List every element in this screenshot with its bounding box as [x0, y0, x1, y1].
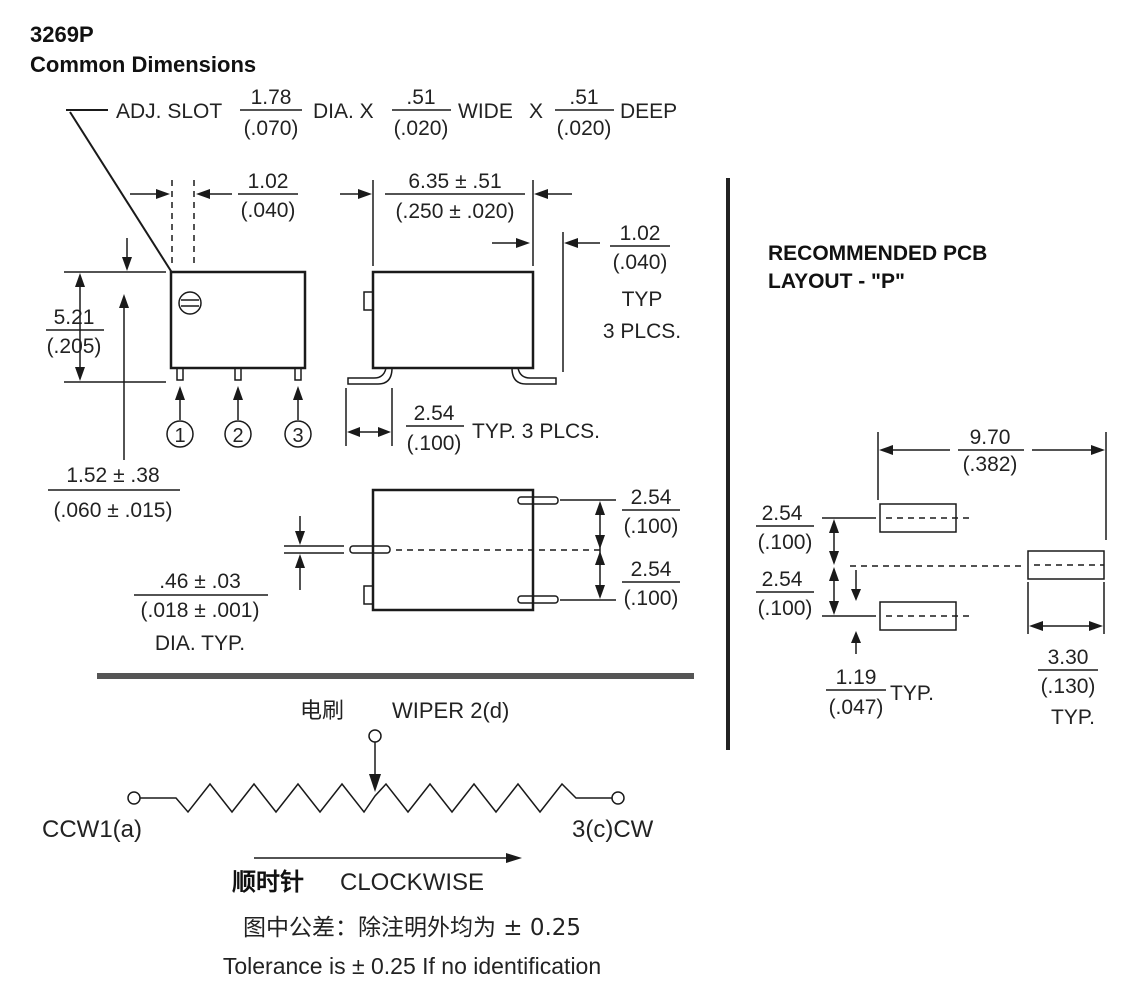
side-width-mm: 6.35 ± .51 [408, 170, 501, 193]
pcb-pitch1-mm: 2.54 [762, 502, 803, 525]
cw-terminal-icon [611, 791, 625, 805]
pcb-span-mm: 9.70 [970, 426, 1011, 449]
section-title: Common Dimensions [30, 52, 256, 77]
adj-slot-x-word: X [529, 100, 543, 123]
pcb-pad-w-note: TYP. [1051, 706, 1095, 729]
pin-dia-note: DIA. TYP. [155, 632, 245, 655]
side-view: 6.35 ± .51 (.250 ± .020) 1.02 (.040) TYP… [340, 170, 681, 455]
schematic: 电刷 WIPER 2(d) CCW1(a) 3(c)CW 顺时针 CLOCKWI… [42, 698, 654, 896]
bottom-pitch-bottom-in: (.100) [624, 587, 679, 610]
bottom-pitch-top-mm: 2.54 [631, 486, 672, 509]
pcb-pad-h-mm: 1.19 [836, 666, 877, 689]
lead-in: (.040) [613, 251, 668, 274]
adj-slot-wide-word: WIDE [458, 100, 513, 123]
clockwise-arrow-icon [506, 853, 522, 863]
ccw-terminal-icon [127, 791, 141, 805]
pcb-pitch1-in: (.100) [758, 531, 813, 554]
front-view: 1.02 (.040) 5.21 (.205) 1.52 ± .38 (.060… [46, 170, 312, 522]
pin-2-label: 2 [232, 425, 243, 447]
pin-dia-in: (.018 ± .001) [141, 599, 260, 622]
wiper-cn-label: 电刷 [300, 699, 344, 724]
wiper-arrow-icon [369, 774, 381, 792]
adj-slot-dia-mm: 1.78 [251, 86, 292, 109]
side-pitch-note: TYP. 3 PLCS. [472, 420, 600, 443]
tolerance-cn: 图中公差：除注明外均为 ± 0.25 [243, 915, 581, 941]
pcb-pad-w-mm: 3.30 [1048, 646, 1089, 669]
resistor-icon [140, 782, 612, 814]
adj-slot-label: ADJ. SLOT [116, 100, 222, 123]
side-pitch-mm: 2.54 [414, 402, 455, 425]
bottom-pitch-bottom-mm: 2.54 [631, 558, 672, 581]
height-mm: 5.21 [54, 306, 95, 329]
clockwise-cn-label: 顺时针 [232, 868, 304, 896]
side-width-in: (.250 ± .020) [396, 200, 515, 223]
cw-label: 3(c)CW [572, 816, 654, 843]
front-view-body [169, 270, 307, 370]
adj-slot-wide-mm: .51 [406, 86, 435, 109]
adj-slot-dia-word: DIA. X [313, 100, 374, 123]
pin-spacing-mm: 1.02 [248, 170, 289, 193]
adjust-screw-icon [178, 291, 202, 315]
adj-slot-deep-in: (.020) [557, 117, 612, 140]
lead-note-plcs: 3 PLCS. [603, 320, 681, 343]
standoff-mm: 1.52 ± .38 [66, 464, 159, 487]
pcb-pad-w-in: (.130) [1041, 675, 1096, 698]
pin-dia-mm: .46 ± .03 [159, 570, 241, 593]
adj-slot-wide-in: (.020) [394, 117, 449, 140]
adj-slot-callout: ADJ. SLOT 1.78 (.070) DIA. X .51 (.020) … [66, 86, 677, 291]
height-in: (.205) [47, 335, 102, 358]
pcb-pad-h-in: (.047) [829, 696, 884, 719]
adj-slot-deep-mm: .51 [569, 86, 598, 109]
lead-mm: 1.02 [620, 222, 661, 245]
pin-3-label: 3 [292, 425, 303, 447]
ccw-label: CCW1(a) [42, 816, 142, 843]
pin-1-marker [166, 420, 194, 448]
clockwise-label: CLOCKWISE [340, 869, 484, 896]
pcb-layout: RECOMMENDED PCB LAYOUT - "P" 9.70 (.382) [756, 242, 1107, 729]
standoff-in: (.060 ± .015) [54, 499, 173, 522]
pcb-pitch2-in: (.100) [758, 597, 813, 620]
part-number: 3269P [30, 22, 94, 47]
pin-2-marker [224, 420, 252, 448]
pin-3-marker [284, 420, 312, 448]
lead-note-typ: TYP [622, 288, 663, 311]
wiper-terminal-icon [368, 729, 382, 743]
wiper-label: WIPER 2(d) [392, 698, 509, 723]
pcb-span-in: (.382) [963, 453, 1018, 476]
bottom-view: 2.54 (.100) 2.54 (.100) .46 ± .03 (.018 … [134, 486, 680, 655]
pin-spacing-in: (.040) [241, 199, 296, 222]
pin-1-label: 1 [174, 425, 185, 447]
adj-slot-deep-word: DEEP [620, 100, 677, 123]
pcb-title-line1: RECOMMENDED PCB [768, 242, 987, 265]
tolerance-en: Tolerance is ± 0.25 If no identification [223, 953, 601, 979]
adj-slot-dia-in: (.070) [244, 117, 299, 140]
pcb-pitch2-mm: 2.54 [762, 568, 803, 591]
bottom-pitch-top-in: (.100) [624, 515, 679, 538]
pcb-title-line2: LAYOUT - "P" [768, 270, 905, 293]
side-view-body [371, 270, 535, 370]
side-pitch-in: (.100) [407, 432, 462, 455]
pcb-pad-h-note: TYP. [890, 682, 934, 705]
